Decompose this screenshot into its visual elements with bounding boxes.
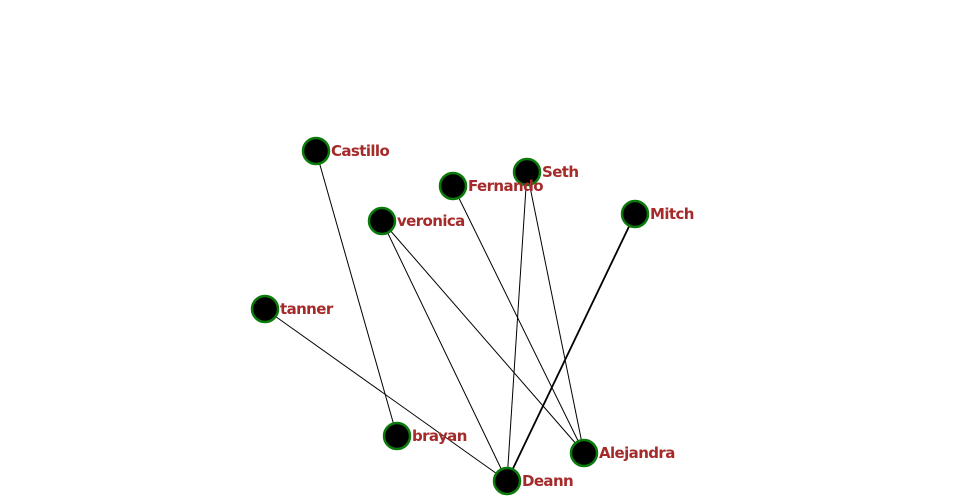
node-label-fernando: Fernando	[468, 177, 543, 195]
node-mitch[interactable]	[620, 199, 650, 229]
node-deann[interactable]	[492, 466, 522, 496]
edge-fernando-alejandra	[452, 185, 585, 454]
edge-seth-alejandra	[526, 171, 585, 454]
edge-tanner-deann	[264, 308, 508, 482]
edges-layer	[264, 150, 636, 482]
edge-castillo-brayan	[315, 150, 398, 437]
node-alejandra[interactable]	[569, 438, 599, 468]
node-tanner[interactable]	[250, 294, 280, 324]
node-fernando[interactable]	[438, 171, 468, 201]
node-label-veronica: veronica	[397, 212, 465, 230]
node-label-seth: Seth	[542, 163, 578, 181]
node-label-alejandra: Alejandra	[599, 444, 675, 462]
node-label-castillo: Castillo	[331, 142, 389, 160]
edge-seth-deann	[506, 171, 528, 482]
node-castillo[interactable]	[301, 136, 331, 166]
node-label-deann: Deann	[522, 472, 573, 490]
node-label-tanner: tanner	[280, 300, 334, 318]
edge-veronica-alejandra	[381, 220, 585, 454]
edge-mitch-deann	[506, 213, 636, 482]
edge-veronica-deann	[381, 220, 508, 482]
node-seth[interactable]	[512, 157, 542, 187]
node-label-mitch: Mitch	[650, 205, 694, 223]
node-label-brayan: brayan	[412, 427, 467, 445]
node-brayan[interactable]	[382, 421, 412, 451]
node-veronica[interactable]	[367, 206, 397, 236]
nodes-layer	[250, 136, 650, 496]
